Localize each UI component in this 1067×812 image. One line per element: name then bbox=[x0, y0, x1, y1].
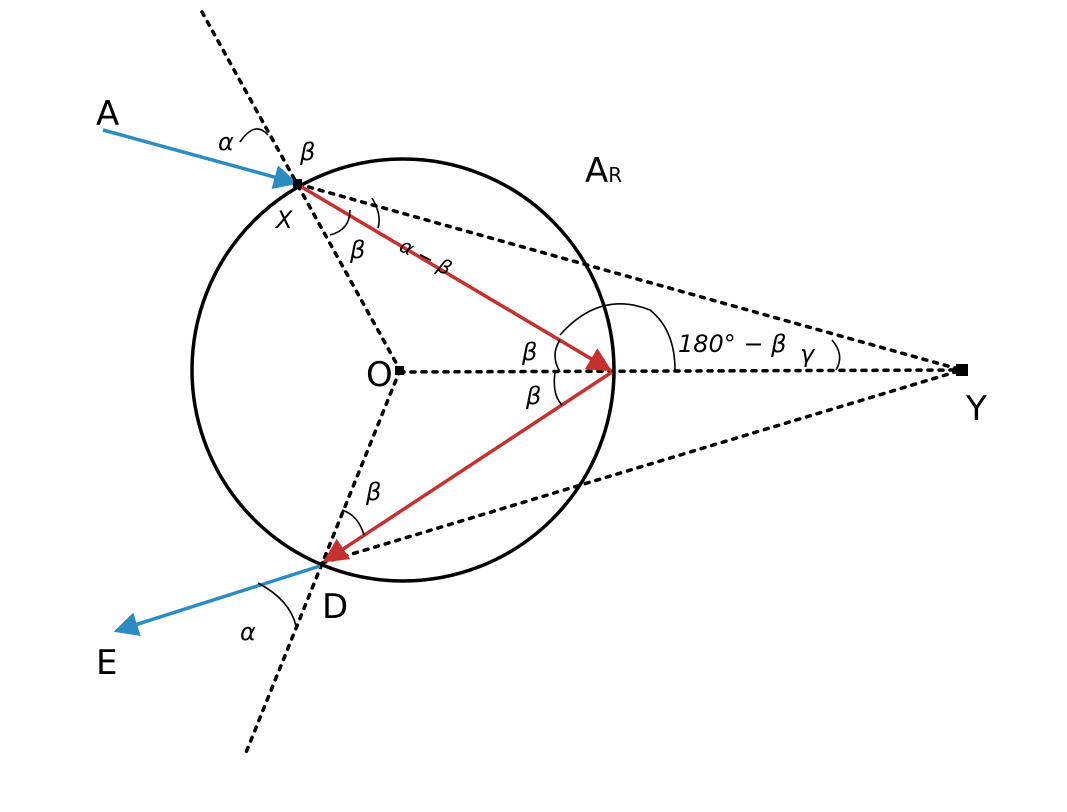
label-point-x: X bbox=[274, 206, 293, 234]
label-region-ar-sub: R bbox=[608, 163, 622, 187]
label-beta-d-inner: β bbox=[365, 478, 381, 506]
angle-arc-alpha-top bbox=[239, 128, 269, 143]
label-beta-x-inner: β bbox=[349, 236, 365, 264]
angle-arc-alpha-minus-beta bbox=[371, 197, 380, 229]
label-region-ar-main: A bbox=[585, 151, 608, 191]
label-point-y: Y bbox=[965, 389, 987, 429]
label-region-ar: AR bbox=[585, 151, 622, 191]
label-beta-reflect-upper: β bbox=[521, 338, 537, 366]
angle-arc-beta-x bbox=[329, 209, 351, 236]
dashed-line-x-y bbox=[296, 182, 964, 372]
label-alpha-minus-beta: α − β bbox=[396, 233, 456, 280]
angle-arc-beta-upper bbox=[554, 339, 561, 373]
angle-arc-gamma bbox=[831, 339, 841, 371]
label-gamma: γ bbox=[800, 340, 816, 368]
point-y-marker bbox=[956, 364, 968, 376]
label-alpha-bottom: α bbox=[240, 618, 256, 646]
label-point-a: A bbox=[96, 94, 119, 134]
label-beta-top: β bbox=[299, 138, 315, 166]
incident-ray bbox=[102, 128, 299, 189]
angle-arc-beta-d bbox=[341, 509, 365, 536]
point-x-marker bbox=[293, 179, 302, 188]
normal-line-x bbox=[200, 10, 402, 372]
label-point-d: D bbox=[322, 587, 348, 627]
angle-arc-alpha-bottom bbox=[257, 582, 297, 627]
label-beta-reflect-lower: β bbox=[525, 382, 541, 410]
droplet-circle bbox=[190, 157, 616, 583]
angle-arc-180-minus-beta bbox=[559, 303, 676, 371]
point-o-marker bbox=[395, 366, 404, 375]
label-180-minus-beta: 180° − β bbox=[678, 330, 787, 358]
emergent-ray bbox=[113, 564, 321, 636]
dashed-line-o-y bbox=[398, 368, 964, 374]
label-point-o: O bbox=[366, 355, 393, 395]
reflected-ray bbox=[322, 370, 613, 563]
dashed-line-d-y bbox=[320, 368, 964, 565]
angle-arc-beta-lower bbox=[553, 371, 563, 406]
label-point-e: E bbox=[96, 643, 117, 683]
refracted-ray bbox=[299, 184, 613, 372]
label-alpha-top: α bbox=[218, 128, 234, 156]
